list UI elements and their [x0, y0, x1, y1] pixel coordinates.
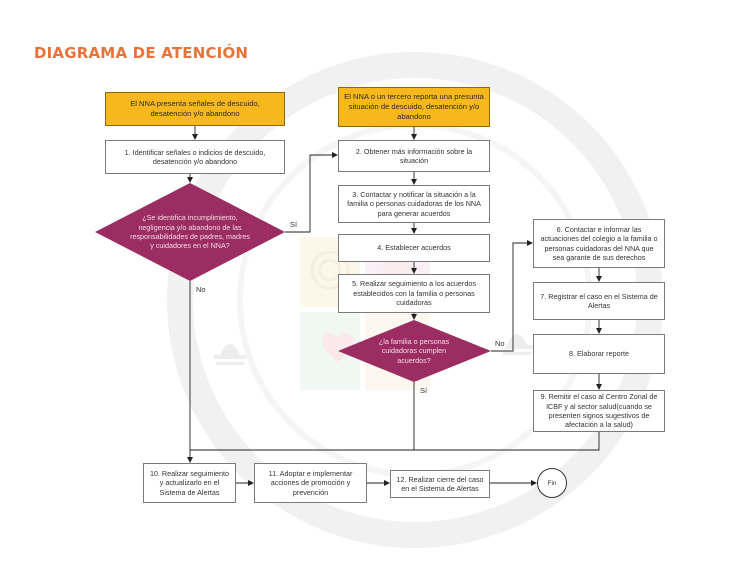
- decision1-shape: [95, 183, 285, 281]
- page-title: DIAGRAMA DE ATENCIÓN: [34, 44, 249, 62]
- decision-2-yes-label: Sí: [419, 386, 429, 395]
- step-5-box: 5. Realizar seguimiento a los acuerdos e…: [338, 274, 490, 313]
- step-7-box: 7. Registrar el caso en el Sistema de Al…: [533, 282, 665, 320]
- decision-1-text: ¿Se identifica incumplimiento, negligenc…: [130, 213, 250, 251]
- step-10-box: 10. Realizar seguimiento y actualizarlo …: [143, 463, 236, 503]
- decision-1-yes-label: Sí: [289, 220, 299, 229]
- end-node: Fin: [537, 468, 567, 498]
- logo-spiral-icon: [310, 250, 350, 290]
- step-6-text: 6. Contactar e informar las actuaciones …: [540, 224, 658, 262]
- step-10-text: 10. Realizar seguimiento y actualizarlo …: [149, 468, 230, 497]
- start-box-signs: El NNA presenta señales de descuido, des…: [105, 92, 285, 126]
- connector-step9-merge: [190, 432, 600, 451]
- step-4-box: 4. Establecer acuerdos: [338, 234, 490, 262]
- decision-2-text: ¿la familia o personas cuidadoras cumple…: [378, 336, 450, 365]
- step-5-text: 5. Realizar seguimiento a los acuerdos e…: [352, 279, 476, 308]
- step-1-text: 1. Identificar señales o indicios de des…: [124, 147, 266, 166]
- step-1-box: 1. Identificar señales o indicios de des…: [105, 140, 285, 174]
- decision-1-no-label: No: [195, 285, 207, 294]
- step-11-box: 11. Adoptar e implementar acciones de pr…: [254, 463, 367, 503]
- mitre-icon-left: [214, 344, 246, 365]
- step-12-box: 12. Realizar cierre del caso en el Siste…: [390, 470, 490, 498]
- step-2-text: 2. Obtener más información sobre la situ…: [355, 146, 473, 165]
- step-9-text: 9. Remitir el caso al Centro Zonal de IC…: [540, 392, 658, 430]
- step-4-text: 4. Establecer acuerdos: [377, 243, 451, 253]
- start-box-report: El NNA o un tercero reporta una presunta…: [338, 87, 490, 127]
- step-12-text: 12. Realizar cierre del caso en el Siste…: [396, 474, 484, 493]
- step-8-text: 8. Elaborar reporte: [569, 349, 629, 359]
- end-node-text: Fin: [547, 479, 557, 487]
- logo-heart-icon: [322, 333, 354, 362]
- step-8-box: 8. Elaborar reporte: [533, 334, 665, 374]
- decision-2-no-label: No: [494, 339, 506, 348]
- step-2-box: 2. Obtener más información sobre la situ…: [338, 140, 490, 172]
- step-11-text: 11. Adoptar e implementar acciones de pr…: [268, 468, 353, 497]
- step-3-text: 3. Contactar y notificar la situación a …: [347, 189, 481, 218]
- decision2-shape: [338, 320, 491, 382]
- step-7-text: 7. Registrar el caso en el Sistema de Al…: [540, 291, 658, 310]
- connectors: [187, 126, 602, 486]
- connector-decision2-no-step6: [491, 240, 533, 352]
- start-box-report-text: El NNA o un tercero reporta una presunta…: [344, 92, 484, 121]
- mitre-icon-right: [501, 334, 533, 355]
- step-9-box: 9. Remitir el caso al Centro Zonal de IC…: [533, 390, 665, 432]
- connector-decision1-yes-step2: [285, 152, 338, 233]
- start-box-signs-text: El NNA presenta señales de descuido, des…: [130, 99, 260, 118]
- step-3-box: 3. Contactar y notificar la situación a …: [338, 185, 490, 223]
- step-6-box: 6. Contactar e informar las actuaciones …: [533, 219, 665, 268]
